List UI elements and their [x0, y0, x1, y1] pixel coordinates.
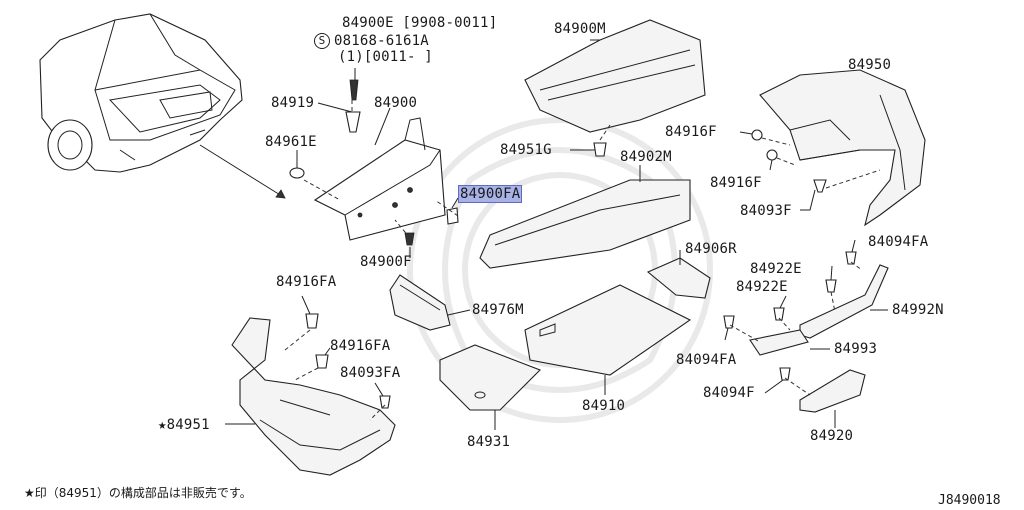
screw-symbol-icon: S [314, 33, 330, 49]
callout-84900F: 84900F [360, 254, 412, 270]
callout-84951: ★84951 [158, 417, 210, 433]
callout-84919: 84919 [271, 95, 315, 111]
part-84910-board [524, 284, 692, 376]
clip-84916FA-upper [305, 313, 319, 329]
callout-84922E-upper: 84922E [750, 261, 802, 277]
part-84906R-pad [646, 257, 711, 299]
clip-84922E-upper [825, 279, 837, 293]
tray-inner-line [399, 284, 441, 311]
callout-84976M: 84976M [472, 302, 524, 318]
clip-84900FA [446, 207, 459, 225]
callout-84950: 84950 [848, 57, 892, 73]
callout-84992N: 84992N [892, 302, 944, 318]
callout-84900: 84900 [374, 95, 418, 111]
mat-seam-line [494, 194, 681, 246]
clip-84922E-lower [773, 307, 785, 321]
clip-84916FA-lower [315, 354, 329, 369]
diagram-code: J8490018 [938, 493, 1001, 508]
part-84992N-rail [799, 264, 889, 339]
callout-84900M: 84900M [554, 21, 606, 37]
clip-84900F [404, 232, 415, 246]
callout-84910: 84910 [582, 398, 626, 414]
callout-84094FA-left: 84094FA [676, 352, 737, 368]
part-84950-side-finisher [759, 69, 926, 227]
clip-84961E [289, 167, 305, 179]
callout-84916FA-lower: 84916FA [330, 338, 391, 354]
clip-84916F-lower [766, 149, 778, 161]
part-84900M-lid-finisher [524, 19, 706, 133]
callout-84931: 84931 [467, 434, 511, 450]
part-84993-bracket [749, 329, 809, 356]
dashed-install-paths [284, 100, 881, 421]
part-84931-board [439, 344, 541, 411]
callout-84916F-upper: 84916F [665, 124, 717, 140]
clip-84919 [345, 111, 361, 133]
board-handle [539, 323, 556, 337]
callout-84093F: 84093F [740, 203, 792, 219]
callout-08168-symbol: S [314, 33, 330, 49]
callout-84900FA[interactable]: 84900FA [457, 185, 523, 203]
callout-84900E: 84900E [9908-0011] [342, 15, 498, 31]
pointer-arrowhead [275, 189, 286, 199]
callout-84094FA-right: 84094FA [868, 234, 929, 250]
car-rear-illustration [39, 13, 243, 173]
callout-84922E-lower: 84922E [736, 279, 788, 295]
callout-84993: 84993 [834, 341, 878, 357]
callout-08168: 08168-6161A [334, 33, 429, 49]
clip-84951G [593, 142, 607, 157]
clip-84916F-upper [751, 129, 763, 141]
board-hole [474, 391, 486, 399]
part-84900-finisher [313, 117, 446, 241]
footnote: ★印（84951）の構成部品は非販売です。 [24, 486, 252, 500]
part-84976M-tray [389, 274, 451, 331]
callout-84902M: 84902M [620, 149, 672, 165]
clip-84093FA [379, 395, 391, 409]
callout-84916F-lower: 84916F [710, 175, 762, 191]
callout-84094F: 84094F [703, 385, 755, 401]
clip-84900E [349, 79, 359, 101]
part-84920-panel [799, 369, 866, 413]
part-84951-side-finisher [231, 317, 396, 476]
callout-84951G: 84951G [500, 142, 552, 158]
callout-84961E: 84961E [265, 134, 317, 150]
callout-84093FA: 84093FA [340, 365, 401, 381]
callout-84916FA-upper: 84916FA [276, 274, 337, 290]
clip-84094FA-left [723, 315, 735, 329]
pointer-arrow-line [199, 144, 286, 199]
callout-qty: (1)[0011- ] [338, 49, 433, 65]
clip-84093F [813, 179, 827, 193]
leader-lines [225, 39, 888, 430]
callout-84906R: 84906R [685, 241, 737, 257]
callout-84920: 84920 [810, 428, 854, 444]
